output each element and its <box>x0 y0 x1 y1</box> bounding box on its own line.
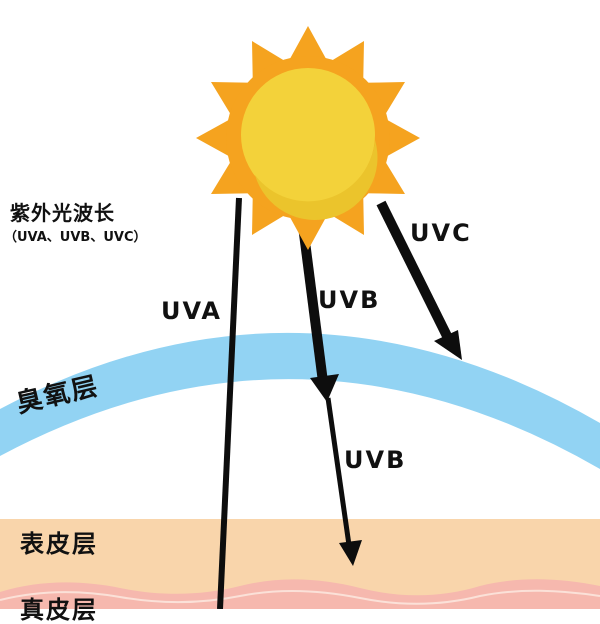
dermis-wave-highlight <box>0 589 600 605</box>
uvb-arrow-upper <box>298 225 339 402</box>
sun-icon <box>196 26 420 250</box>
sun-core <box>241 68 375 202</box>
diagram-title: 紫外光波长 <box>10 201 115 225</box>
epidermis-layer-label: 表皮层 <box>20 530 98 558</box>
sun-core-shade <box>255 140 378 220</box>
uvb-label-lower: UVB <box>344 446 407 474</box>
uvc-label: UVC <box>410 219 472 247</box>
ozone-layer <box>0 332 600 469</box>
uvb-arrow-lower <box>325 397 362 566</box>
uv-diagram <box>0 26 600 609</box>
uvc-arrow <box>376 200 462 360</box>
dermis-layer-label: 真皮层 <box>20 596 98 624</box>
diagram-subtitle: （UVA、UVB、UVC） <box>4 230 147 245</box>
uvb-label-upper: UVB <box>318 286 381 314</box>
uva-arrow <box>217 197 242 609</box>
uva-label: UVA <box>161 297 223 325</box>
